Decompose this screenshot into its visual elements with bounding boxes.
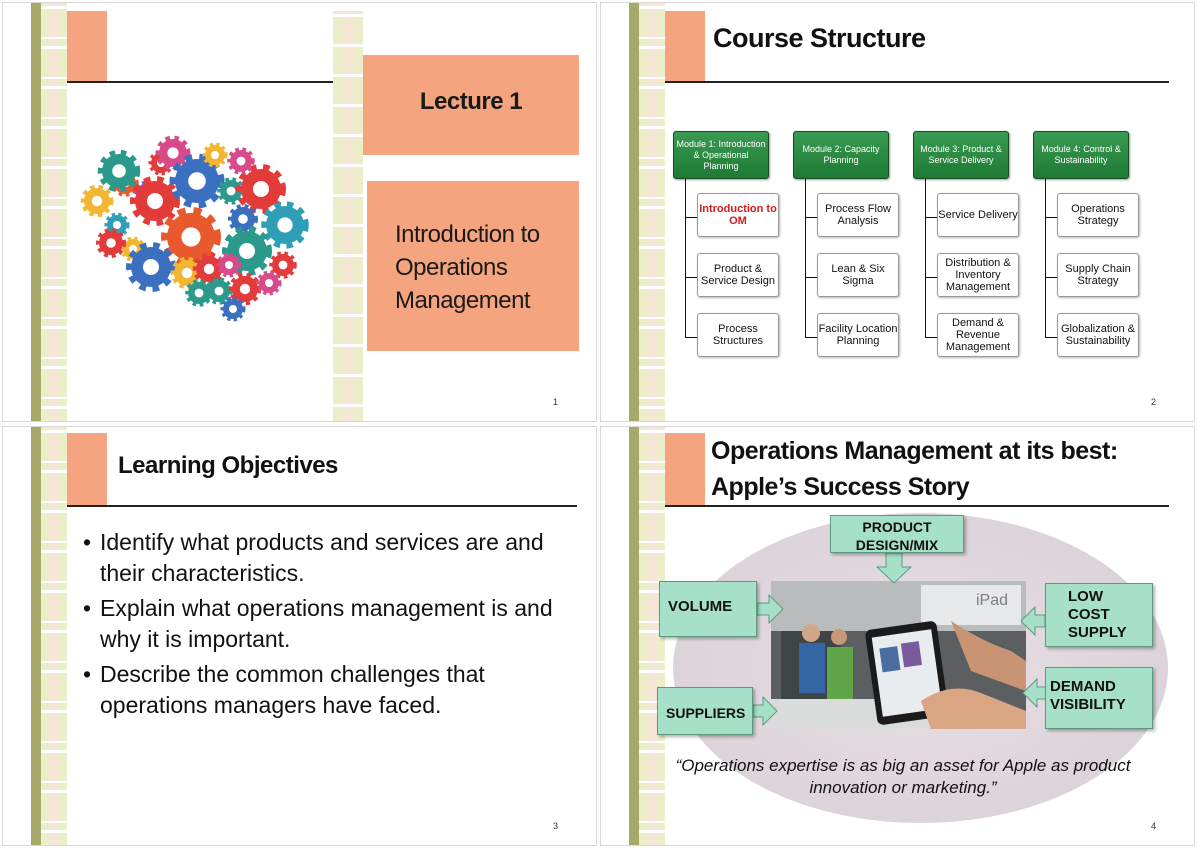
quote-text: “Operations expertise is as big an asset…	[675, 756, 1131, 797]
connector	[925, 277, 939, 278]
product-design-box: PRODUCT DESIGN/MIX	[830, 515, 964, 553]
course-title-line: Introduction to	[395, 221, 540, 248]
title-rule	[665, 81, 1169, 83]
decorative-corner-block	[665, 11, 705, 81]
topic-box: Process Structures	[697, 313, 779, 357]
course-title: Introduction to Operations Management	[395, 218, 575, 317]
slide-number: 2	[1150, 397, 1156, 407]
connector	[805, 179, 806, 337]
connector	[805, 217, 819, 218]
slide-4: Operations Management at its best: Apple…	[600, 426, 1195, 846]
decorative-vertical-strip	[333, 11, 363, 421]
slide-title-line: Apple’s Success Story	[711, 473, 970, 501]
title-rule	[67, 81, 333, 83]
decorative-corner-block	[67, 433, 107, 505]
module-3-header: Module 3: Product & Service Delivery	[913, 131, 1009, 179]
lecture-title: Lecture 1	[419, 88, 523, 115]
volume-box: VOLUME	[659, 581, 757, 637]
gears-brain-illustration	[69, 133, 319, 323]
title-rule	[665, 505, 1169, 507]
connector	[1045, 337, 1059, 338]
photo-illustration: iPad	[771, 581, 1026, 729]
lecture-title-box	[363, 55, 579, 155]
arrow-left-lowcost	[1020, 605, 1046, 637]
low-cost-supply-label: LOW COST SUPPLY	[1068, 588, 1127, 641]
demand-visibility-label: DEMAND VISIBILITY	[1050, 678, 1126, 713]
arrow-left-demand	[1022, 677, 1048, 709]
module-2-header: Module 2: Capacity Planning	[793, 131, 889, 179]
low-cost-supply-box: LOW COST SUPPLY	[1045, 583, 1153, 647]
module-1-header: Module 1: Introduction & Operational Pla…	[673, 131, 769, 179]
slide-2: Course Structure Module 1: Introduction …	[600, 2, 1195, 422]
decorative-checker	[41, 3, 67, 421]
objectives-list: Identify what products and services are …	[83, 527, 553, 725]
connector	[925, 337, 939, 338]
arrow-right-volume	[756, 593, 784, 625]
suppliers-box: SUPPLIERS	[657, 687, 753, 735]
course-title-box	[367, 181, 579, 351]
topic-box: Demand & Revenue Management	[937, 313, 1019, 357]
slide-number: 3	[552, 821, 558, 831]
slide-title: Course Structure	[713, 23, 926, 53]
slide-number: 1	[552, 397, 558, 407]
connector	[805, 277, 819, 278]
objective-item: Describe the common challenges that oper…	[83, 659, 553, 721]
connector	[685, 217, 699, 218]
demand-visibility-box: DEMAND VISIBILITY	[1045, 667, 1153, 729]
decorative-strip	[31, 427, 41, 845]
decorative-corner-block	[665, 433, 705, 505]
topic-box: Lean & Six Sigma	[817, 253, 899, 297]
topic-box: Operations Strategy	[1057, 193, 1139, 237]
decorative-checker	[639, 3, 665, 421]
decorative-strip	[629, 3, 639, 421]
course-title-line: Management	[395, 287, 531, 314]
connector	[685, 277, 699, 278]
connector	[685, 337, 699, 338]
connector	[805, 337, 819, 338]
connector	[685, 179, 686, 337]
objective-item: Identify what products and services are …	[83, 527, 553, 589]
course-title-line: Operations	[395, 254, 508, 281]
connector	[925, 179, 926, 337]
decorative-strip	[629, 427, 639, 845]
arrow-down	[875, 552, 913, 584]
objective-item: Explain what operations management is an…	[83, 593, 553, 655]
slide-number: 4	[1150, 821, 1156, 831]
title-rule	[67, 505, 577, 507]
slide-title: Learning Objectives	[118, 452, 338, 479]
connector	[1045, 179, 1046, 337]
decorative-corner-block	[67, 11, 107, 81]
arrow-right-suppliers	[752, 695, 778, 727]
slide-title-line: Operations Management at its best:	[711, 437, 1118, 465]
topic-box: Supply Chain Strategy	[1057, 253, 1139, 297]
topic-box: Facility Location Planning	[817, 313, 899, 357]
slide-3: Learning Objectives Identify what produc…	[2, 426, 597, 846]
topic-box: Introduction to OM	[697, 193, 779, 237]
photo-sign-text: iPad	[976, 592, 1008, 609]
decorative-checker	[41, 427, 67, 845]
decorative-strip	[31, 3, 41, 421]
topic-box: Distribution & Inventory Management	[937, 253, 1019, 297]
topic-box: Process Flow Analysis	[817, 193, 899, 237]
slide-title: Operations Management at its best: Apple…	[711, 433, 1118, 505]
topic-box: Service Delivery	[937, 193, 1019, 237]
slide-1: Lecture 1 Introduction to Operations Man…	[2, 2, 597, 422]
module-4-header: Module 4: Control & Sustainability	[1033, 131, 1129, 179]
topic-box: Globalization & Sustainability	[1057, 313, 1139, 357]
apple-store-photo: iPad	[771, 581, 1026, 729]
topic-box: Product & Service Design	[697, 253, 779, 297]
connector	[1045, 217, 1059, 218]
connector	[925, 217, 939, 218]
connector	[1045, 277, 1059, 278]
